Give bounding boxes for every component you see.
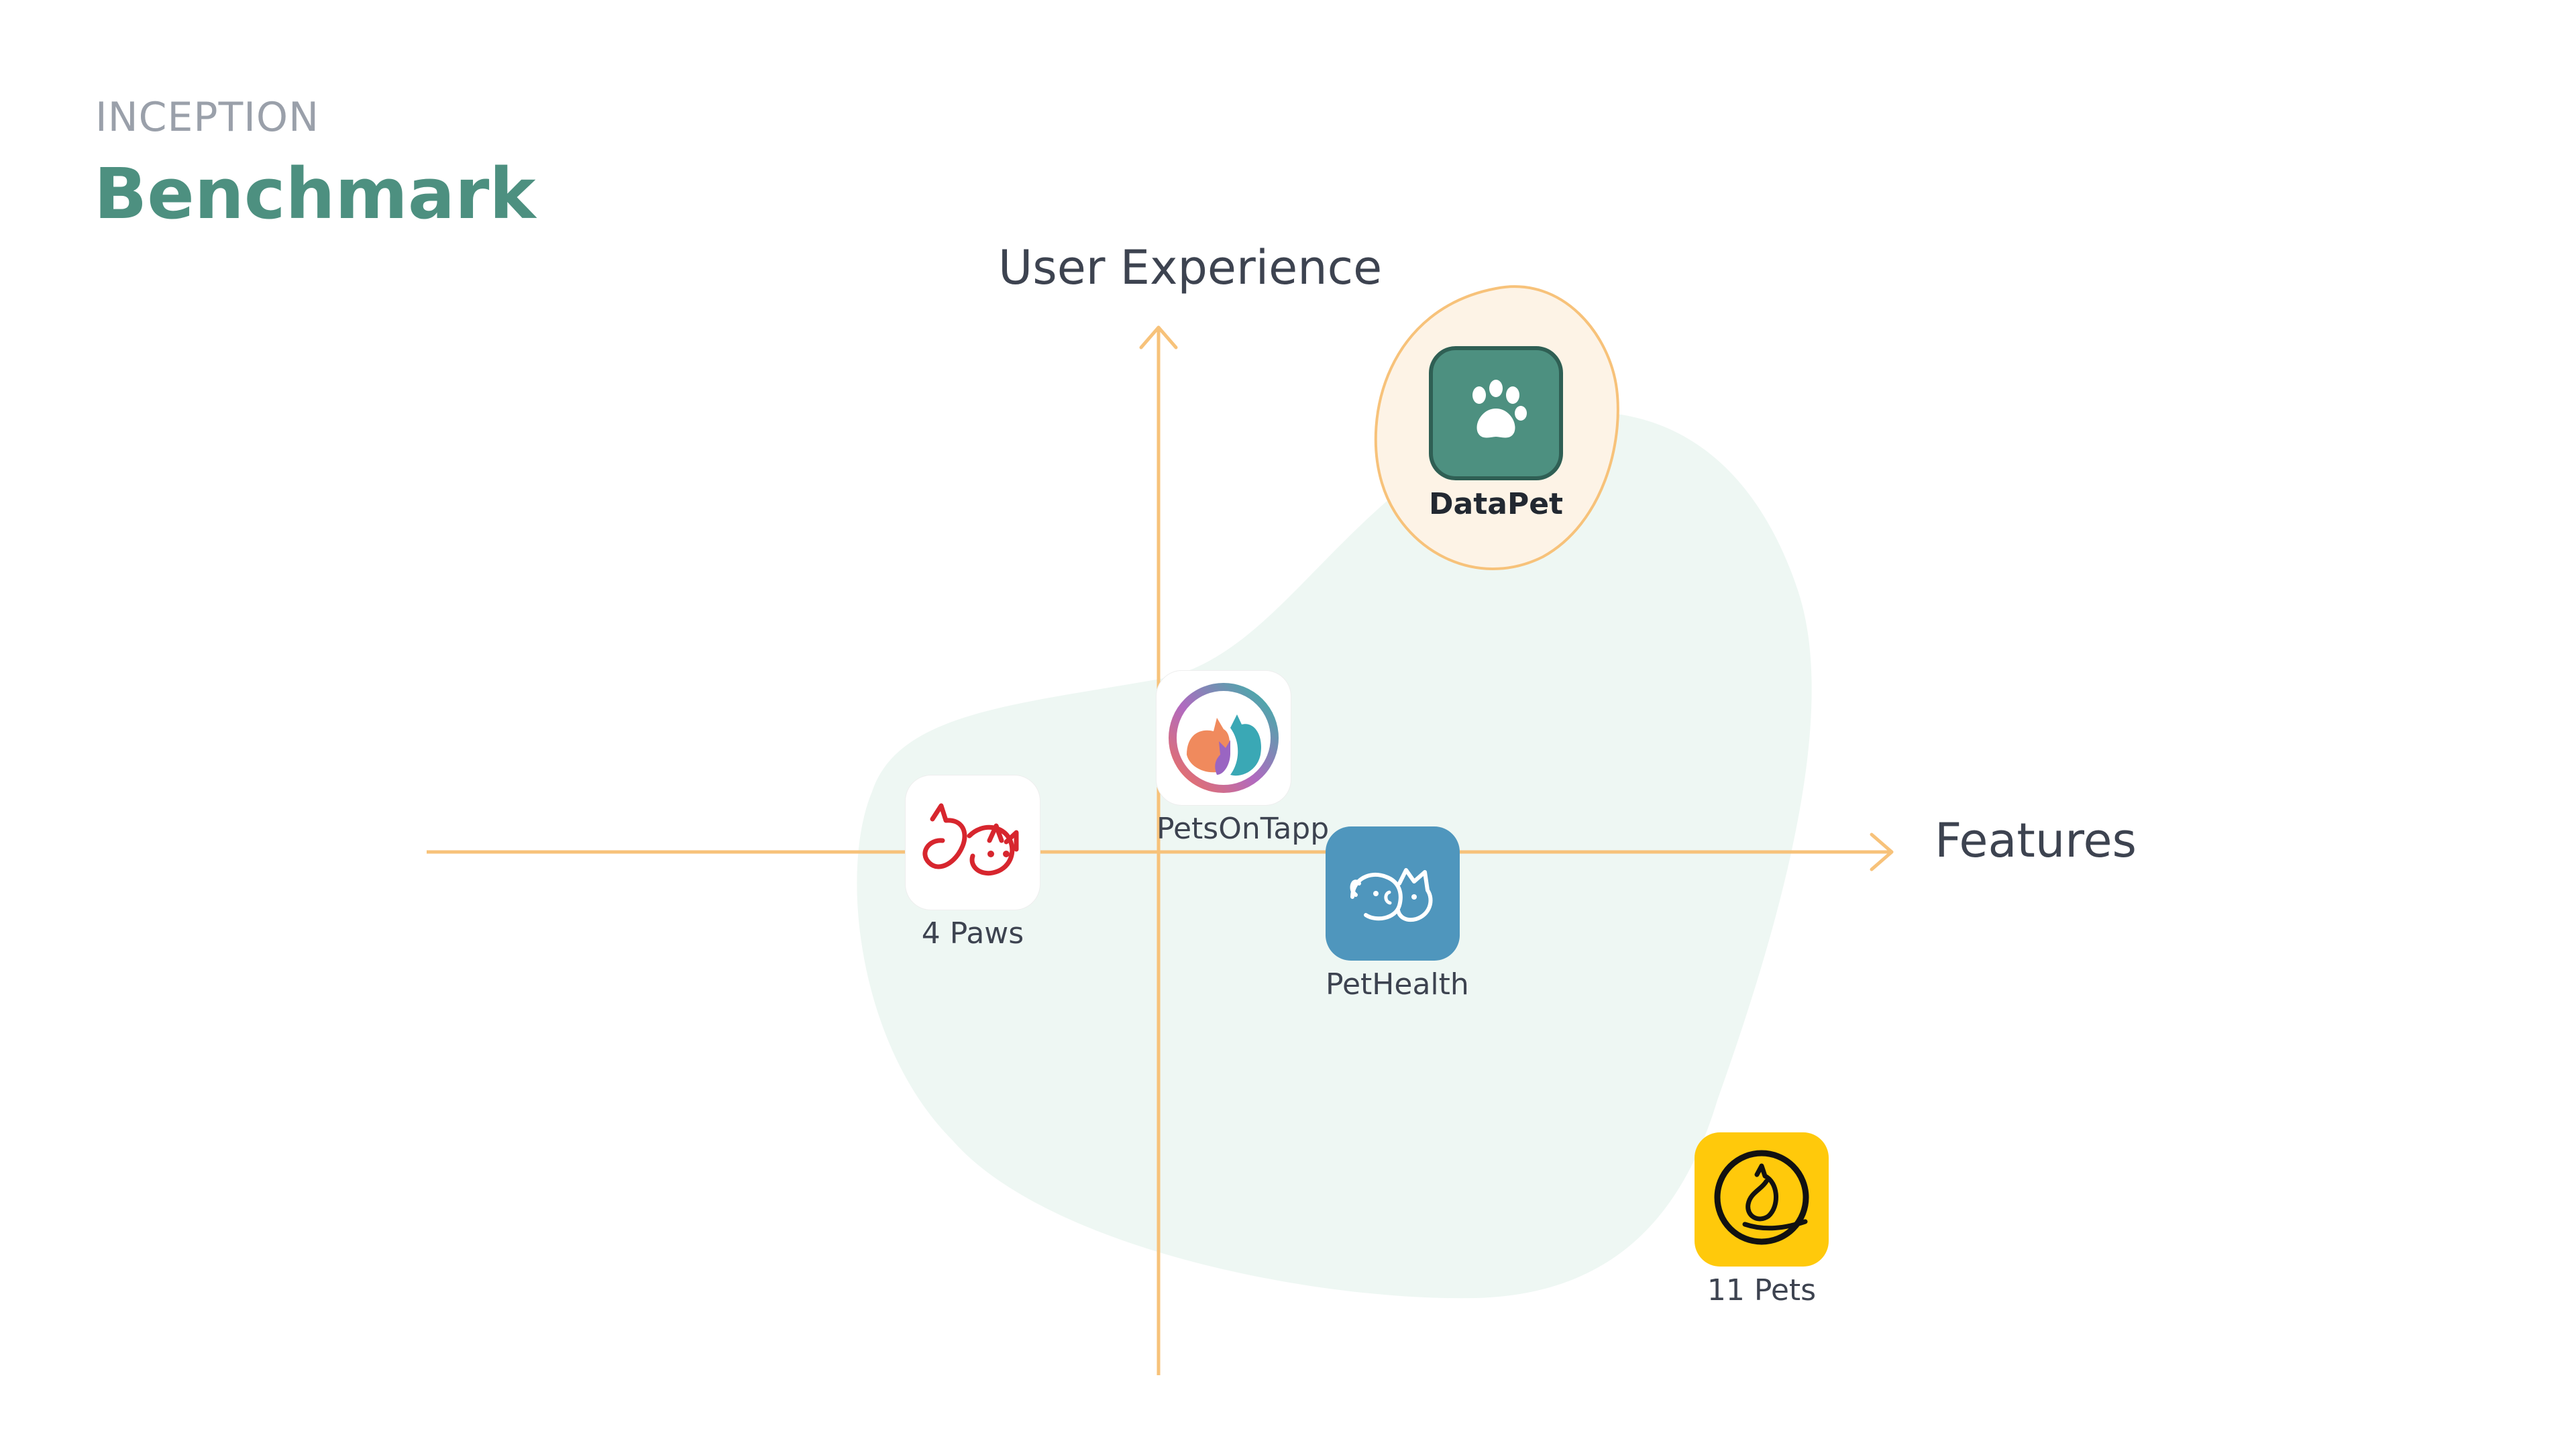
app-petsontapp: PetsOnTapp	[1157, 671, 1330, 846]
page-title: Benchmark	[94, 153, 536, 235]
app-name: 4 Paws	[921, 916, 1024, 951]
pethealth-logo-icon	[1326, 826, 1460, 961]
x-axis-label: Features	[1935, 813, 2137, 868]
11-pets-logo-icon	[1695, 1132, 1829, 1267]
petsontapp-logo-icon	[1157, 671, 1291, 805]
ux-axis-arrow-icon	[1139, 325, 1178, 350]
app-11-pets: 11 Pets	[1695, 1132, 1829, 1307]
paw-icon	[1429, 346, 1563, 480]
4-paws-logo-icon	[906, 775, 1040, 910]
y-axis-label: User Experience	[998, 240, 1383, 295]
app-pethealth: PetHealth	[1326, 826, 1469, 1002]
app-name: PetHealth	[1326, 967, 1469, 1002]
app-name: 11 Pets	[1707, 1273, 1817, 1307]
app-4-paws: 4 Paws	[906, 775, 1040, 951]
app-name: PetsOnTapp	[1157, 812, 1330, 846]
app-datapet: DataPet	[1429, 346, 1563, 521]
features-axis-arrow-icon	[1870, 833, 1894, 871]
section-eyebrow: INCEPTION	[95, 94, 320, 141]
app-name: DataPet	[1429, 487, 1564, 521]
